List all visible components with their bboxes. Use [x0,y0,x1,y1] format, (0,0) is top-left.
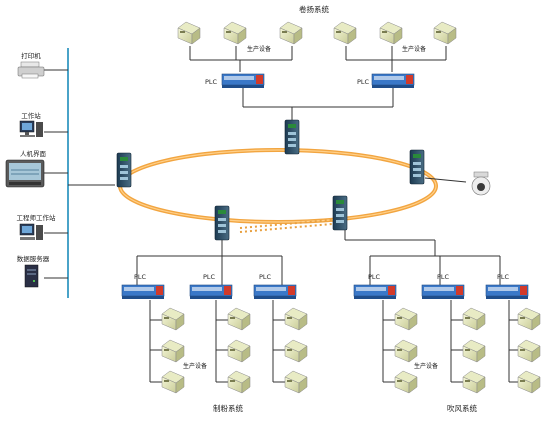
switch-icon [116,152,132,188]
plc-icon [253,284,297,300]
camera-icon [471,171,491,196]
device-icon [433,21,457,45]
bottom-right-system-label: 吹风系统 [447,403,477,413]
device-icon [284,370,308,394]
ring-dotted-link [239,219,333,229]
switch-icon [284,119,300,155]
device-label-bottom-left: 生产设备 [183,362,207,370]
device-label-top-left: 生产设备 [247,45,271,53]
plc-icon [371,73,415,89]
device-icon [394,339,418,363]
engineer-workstation-icon [19,223,43,240]
device-icon [279,21,303,45]
plc-label: PLC [259,273,272,281]
plc-icon [121,284,165,300]
printer-label: 打印机 [21,51,41,60]
plc-icon [221,73,265,89]
device-icon [379,21,403,45]
device-label-top-right: 生产设备 [402,45,426,53]
device-icon [177,21,201,45]
printer-icon [17,61,45,79]
device-icon [394,370,418,394]
device-icon [223,21,247,45]
hmi-panel-icon [5,159,45,188]
server-label: 数据服务器 [17,254,50,263]
device-icon [462,370,486,394]
device-icon [517,307,541,331]
bottom-left-system-label: 制粉系统 [213,403,243,413]
device-icon [161,370,185,394]
plc-label: PLC [368,273,381,281]
device-icon [227,307,251,331]
device-icon [517,339,541,363]
plc-label: PLC [203,273,216,281]
device-icon [284,339,308,363]
device-icon [161,339,185,363]
plc-label: PLC [134,273,147,281]
plc-label: PLC [205,78,218,86]
device-icon [333,21,357,45]
hmi-label: 人机界面 [20,149,47,158]
server-icon [24,264,39,288]
plc-icon [485,284,529,300]
plc-icon [189,284,233,300]
plc-label: PLC [497,273,510,281]
plc-label: PLC [437,273,450,281]
device-icon [462,339,486,363]
device-label-bottom-right: 生产设备 [414,362,438,370]
device-icon [517,370,541,394]
switch-icon [214,205,230,241]
engineer-workstation-label: 工程师工作站 [17,213,57,222]
device-icon [394,307,418,331]
device-icon [284,307,308,331]
device-icon [161,307,185,331]
plc-icon [421,284,465,300]
device-icon [462,307,486,331]
workstation-label: 工作站 [21,111,41,120]
plc-label: PLC [357,78,370,86]
switch-icon [332,195,348,231]
top-system-label: 卷扬系统 [299,4,329,14]
device-icon [227,339,251,363]
workstation-icon [19,120,43,137]
switch-icon [409,149,425,185]
plc-icon [353,284,397,300]
device-icon [227,370,251,394]
